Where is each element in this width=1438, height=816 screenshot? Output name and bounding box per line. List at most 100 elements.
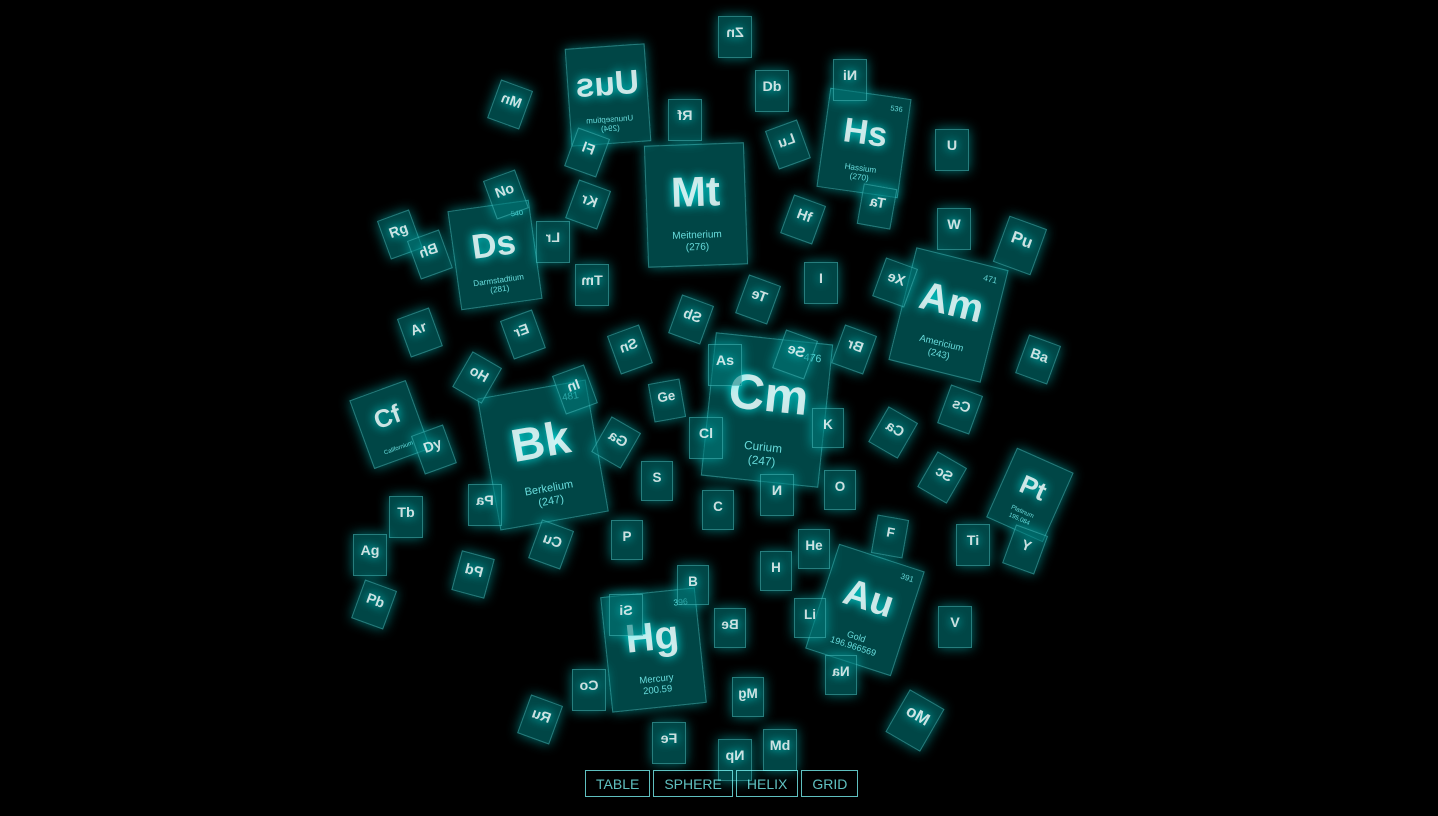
sphere-button[interactable]: SPHERE [653,770,733,797]
element-symbol: Fe [660,730,678,747]
element-card-ar[interactable]: Ar [396,307,444,359]
element-symbol: Co [579,677,599,694]
grid-button[interactable]: GRID [801,770,859,797]
element-card-rf[interactable]: Rf [668,99,702,141]
element-name [782,230,812,241]
element-mass [873,549,903,554]
element-card-sc[interactable]: Sc [916,451,968,505]
element-card-co[interactable]: Co [572,669,606,711]
element-card-si[interactable]: Si [609,594,643,636]
element-details: Hassium(270) [819,158,901,189]
element-card-n[interactable]: N [760,474,794,516]
element-card-te[interactable]: Te [734,274,782,326]
element-card-sb[interactable]: Sb [667,294,715,346]
element-symbol: Mo [902,700,934,730]
element-card-cu[interactable]: Cu [527,519,575,571]
table-button[interactable]: TABLE [585,770,651,797]
element-card-s[interactable]: S [641,461,673,501]
element-symbol: Db [762,78,782,95]
element-card-li[interactable]: Li [794,598,826,638]
element-card-w[interactable]: W [937,208,971,250]
element-details: Darmstadtium(281) [458,270,540,301]
element-card-c[interactable]: C [702,490,734,530]
element-card-ti[interactable]: Ti [956,524,990,566]
element-card-pa[interactable]: Pa [468,484,502,526]
element-card-ca[interactable]: Ca [867,406,919,460]
element-card-pu[interactable]: Pu [992,215,1048,275]
element-card-ta[interactable]: Ta [856,183,898,231]
element-details [939,420,969,431]
element-card-ag[interactable]: Ag [353,534,387,576]
element-card-v[interactable]: V [938,606,972,648]
element-card-na[interactable]: Na [825,655,857,695]
element-card-mn[interactable]: Mn [486,79,534,131]
element-card-lr[interactable]: Lr [536,221,570,263]
view-menu: TABLE SPHERE HELIX GRID [585,770,859,797]
element-card-br[interactable]: Br [830,324,878,376]
element-card-cl[interactable]: Cl [689,417,723,459]
element-card-i[interactable]: I [804,262,838,304]
element-symbol: Tb [397,504,415,521]
element-details [425,460,455,471]
element-card-tm[interactable]: Tm [575,264,609,306]
element-card-f[interactable]: F [870,514,910,559]
element-card-tb[interactable]: Tb [389,496,423,538]
element-card-fe[interactable]: Fe [652,722,686,764]
element-details [353,615,383,626]
element-card-ni[interactable]: Ni [833,59,867,101]
helix-button[interactable]: HELIX [735,770,799,797]
element-card-er[interactable]: Er [499,309,547,361]
element-card-ru[interactable]: Ru [516,694,564,746]
element-card-ge[interactable]: Ge [647,378,687,423]
element-symbol: P [622,528,632,544]
element-card-as[interactable]: As [708,344,742,386]
element-details [920,484,948,500]
element-details [489,115,519,126]
element-card-p[interactable]: P [611,520,643,560]
element-card-hf[interactable]: Hf [779,194,827,246]
element-details [1017,370,1047,381]
element-card-u[interactable]: U [935,129,969,171]
element-name [670,330,700,341]
element-symbol: Cu [540,530,565,552]
element-name [858,220,890,226]
element-card-bh[interactable]: Bh [406,229,454,281]
element-card-h[interactable]: H [760,551,792,591]
element-card-dy[interactable]: Dy [410,424,458,476]
element-symbol: Ds [469,222,518,267]
element-sphere[interactable]: 476CmCurium(247)MtMeitnerium(276)481BkBe… [330,15,1110,785]
element-mass [489,115,519,126]
element-card-sn[interactable]: Sn [606,324,654,376]
element-card-cs[interactable]: Cs [936,384,984,436]
element-mass [455,384,483,400]
element-card-db[interactable]: Db [755,70,789,112]
element-name [353,615,383,626]
element-name [874,293,904,304]
element-card-mo[interactable]: Mo [885,688,945,752]
element-card-be[interactable]: Be [714,608,746,648]
element-card-b[interactable]: B [677,565,709,605]
element-symbol: Cf [370,399,405,436]
element-mass [782,230,812,241]
element-symbol: K [823,416,833,432]
element-card-kr[interactable]: Kr [564,179,612,231]
element-details [873,549,903,554]
element-card-md[interactable]: Md [763,729,797,771]
element-card-k[interactable]: K [812,408,844,448]
element-card-mg[interactable]: Mg [732,677,764,717]
element-card-zn[interactable]: Zn [718,16,752,58]
element-card-lu[interactable]: Lu [764,119,812,171]
element-card-pd[interactable]: Pd [451,550,495,600]
element-symbol: Uus [574,64,641,106]
element-symbol: Be [721,616,739,632]
element-card-ba[interactable]: Ba [1014,334,1062,386]
element-symbol: Np [725,747,745,764]
element-card-pb[interactable]: Pb [350,579,398,631]
element-card-o[interactable]: O [824,470,856,510]
element-mass [889,727,922,746]
element-card-he[interactable]: He [798,529,830,569]
